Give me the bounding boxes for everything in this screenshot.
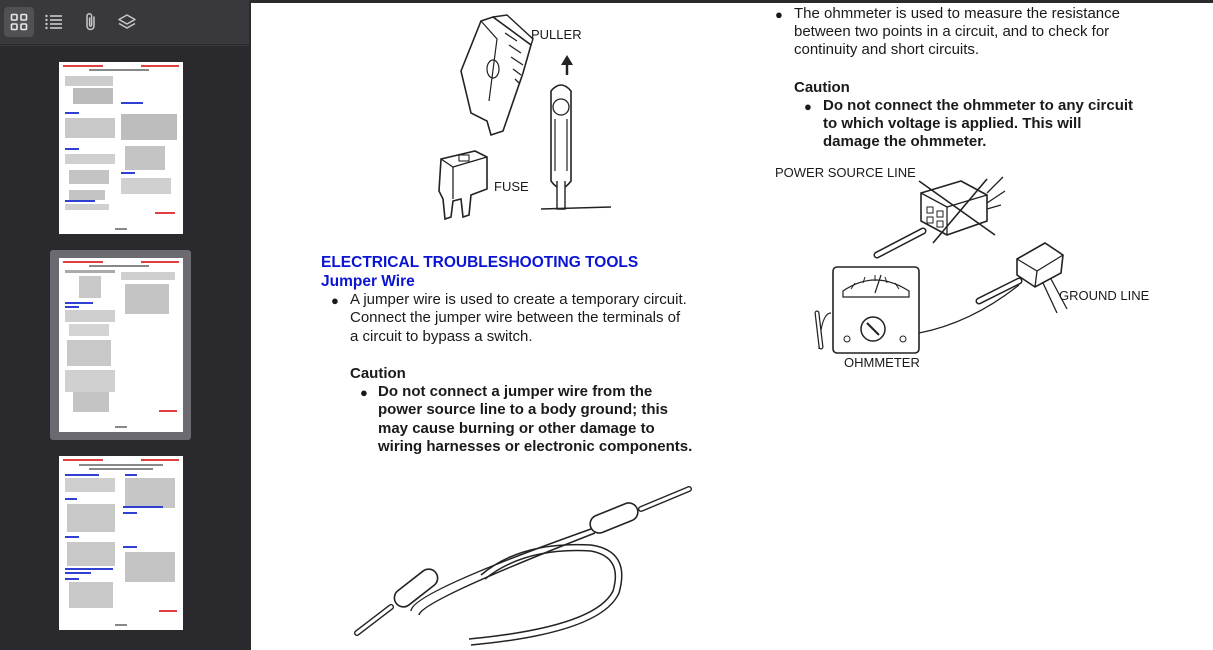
power-source-line-label: POWER SOURCE LINE	[775, 165, 916, 180]
subsection-title: Jumper Wire	[321, 273, 415, 290]
page-thumbnail-2-preview	[63, 261, 179, 428]
fuse-puller-illustration	[438, 14, 612, 221]
section-title: ELECTRICAL TROUBLESHOOTING TOOLS	[321, 254, 639, 271]
ohmmeter-line-3: continuity and short circuits.	[794, 41, 980, 58]
outline-button[interactable]	[39, 7, 69, 37]
ohmmeter-caution-line-1: Do not connect the ohmmeter to any circu…	[823, 97, 1134, 114]
ohmmeter-caution-dot: ●	[804, 99, 812, 114]
jumper-caution-line-3: may cause burning or other damage to	[378, 420, 655, 437]
thumbnail-list[interactable]	[0, 46, 249, 650]
page-thumbnail-1-preview	[63, 65, 179, 230]
jumper-caution-line-1: Do not connect a jumper wire from the	[378, 383, 653, 400]
ohmmeter-caution-title: Caution	[794, 79, 850, 96]
sidebar	[0, 0, 249, 650]
document-page: PULLER FUSE ELECTRICAL TROUBLESHOOTING T…	[251, 3, 1213, 650]
sidebar-toolbar	[0, 0, 249, 45]
ohmmeter-label: OHMMETER	[844, 355, 920, 370]
jumper-caution-title: Caution	[350, 365, 406, 382]
page-thumbnail-3-preview	[63, 459, 179, 626]
outline-list-icon	[45, 14, 62, 30]
page-thumbnail-1[interactable]	[59, 62, 183, 234]
attachments-button[interactable]	[76, 7, 106, 37]
thumbnails-grid-icon	[10, 13, 28, 31]
ground-line-label: GROUND LINE	[1059, 288, 1150, 303]
jumper-caution-line-2: power source line to a body ground; this	[378, 401, 669, 418]
document-viewer[interactable]: PULLER FUSE ELECTRICAL TROUBLESHOOTING T…	[249, 0, 1213, 650]
thumbnails-button[interactable]	[4, 7, 34, 37]
ohmmeter-caution-line-3: damage the ohmmeter.	[823, 133, 987, 150]
page-thumbnail-2[interactable]	[59, 258, 183, 432]
layers-button[interactable]	[112, 7, 142, 37]
jumper-wire-illustration	[354, 486, 692, 646]
jumper-line-1: A jumper wire is used to create a tempor…	[350, 291, 687, 308]
jumper-caution-dot: ●	[360, 385, 368, 400]
ohmmeter-bullet-dot: ●	[775, 7, 783, 22]
layers-icon	[118, 14, 136, 29]
jumper-bullet-dot: ●	[331, 293, 339, 308]
jumper-line-2: Connect the jumper wire between the term…	[350, 309, 681, 326]
jumper-line-3: a circuit to bypass a switch.	[350, 328, 533, 345]
ohmmeter-line-2: between two points in a circuit, and to …	[794, 23, 1110, 40]
paperclip-icon	[86, 12, 95, 31]
jumper-caution-line-4: wiring harnesses or electronic component…	[378, 438, 693, 455]
puller-label: PULLER	[531, 27, 582, 42]
ohmmeter-line-1: The ohmmeter is used to measure the resi…	[794, 5, 1120, 22]
fuse-label: FUSE	[494, 179, 529, 194]
page-thumbnail-3[interactable]	[59, 456, 183, 630]
ohmmeter-illustration	[814, 176, 1068, 354]
ohmmeter-caution-line-2: to which voltage is applied. This will	[823, 115, 1082, 132]
